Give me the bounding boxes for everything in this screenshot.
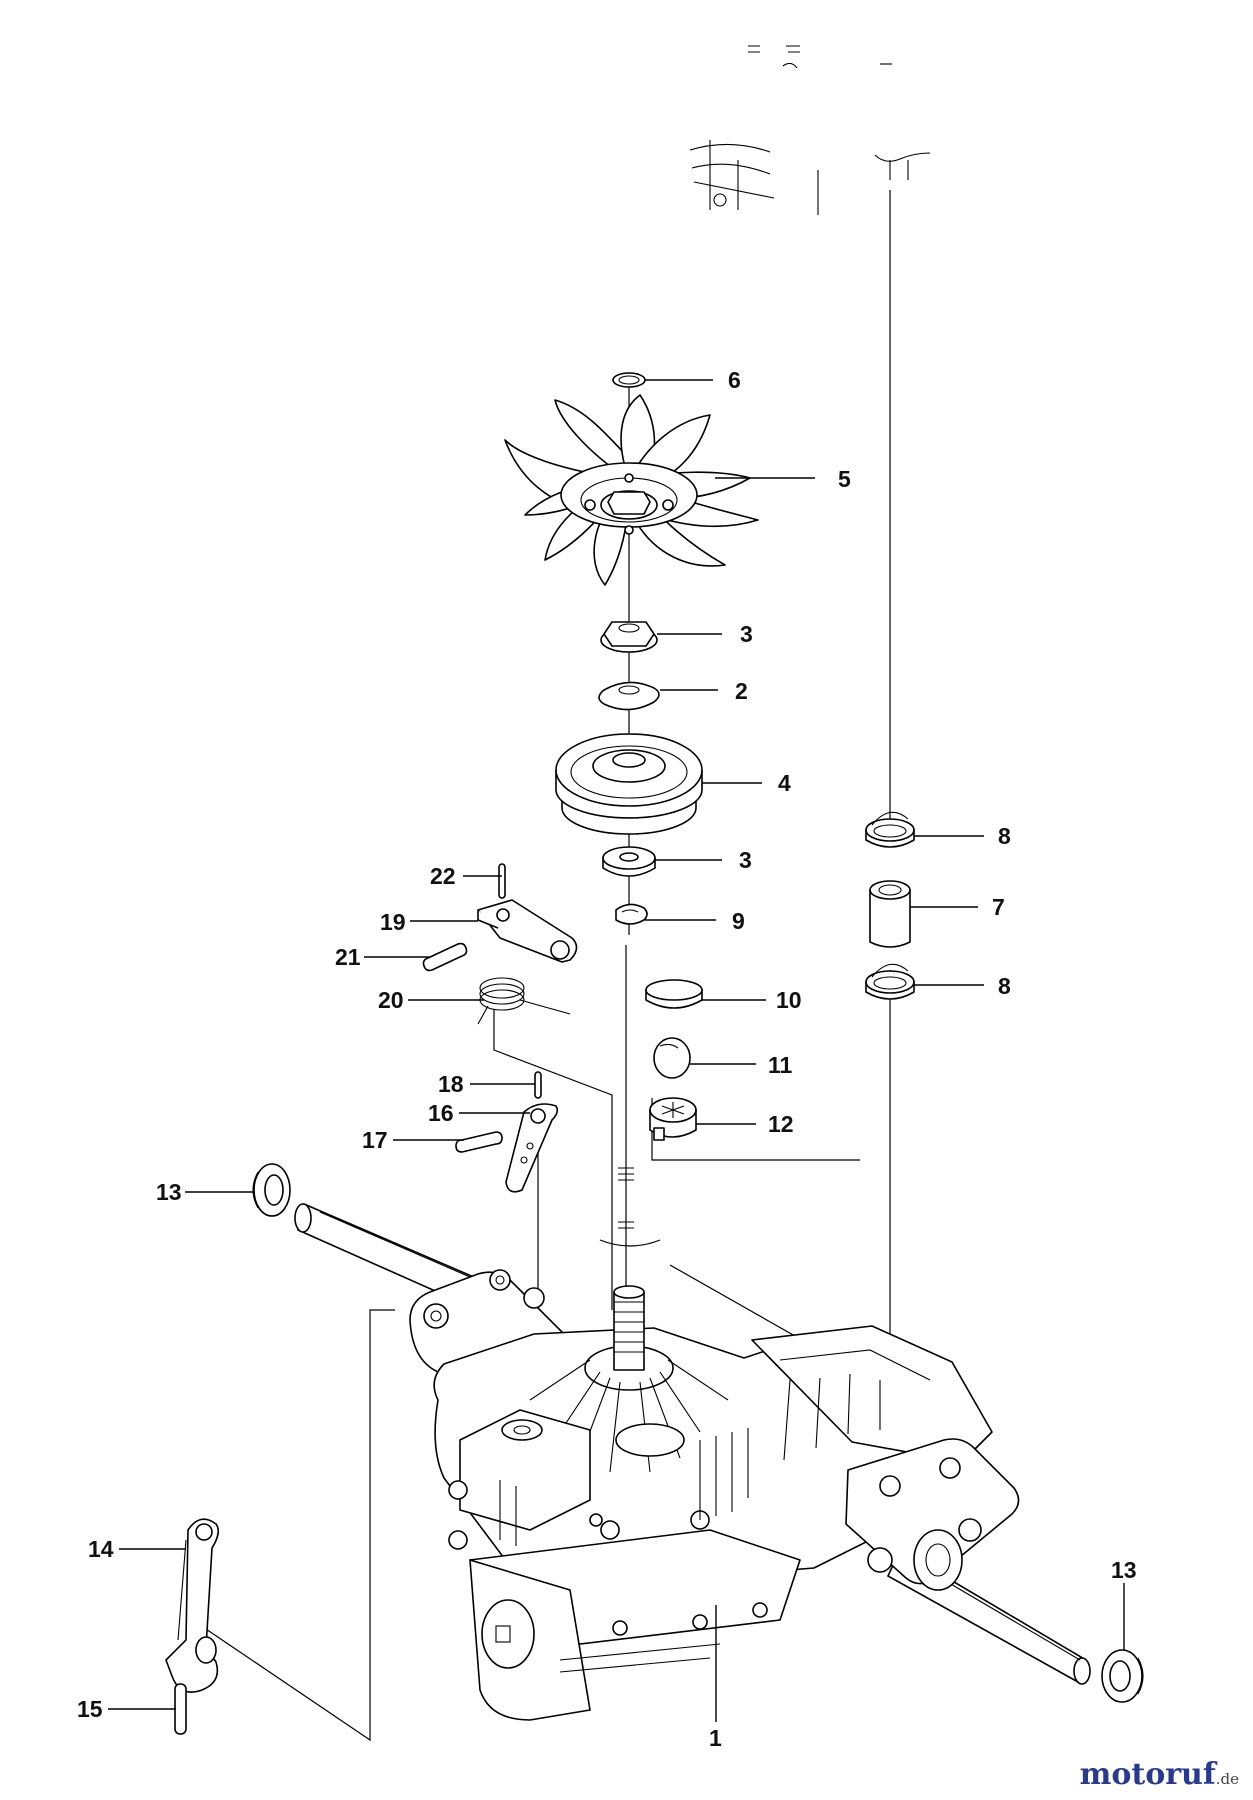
callout-1: 1 — [709, 1725, 722, 1751]
callout-17: 17 — [362, 1127, 388, 1153]
top-partial-assembly — [689, 45, 931, 215]
part-3-nut-upper — [600, 621, 658, 653]
callout-10: 10 — [776, 987, 802, 1013]
callout-18: 18 — [438, 1071, 464, 1097]
part-2-washer — [598, 681, 660, 711]
leader-lines — [108, 379, 1125, 1722]
part-5-cooling-fan — [504, 394, 759, 586]
part-8-bushing-upper — [865, 811, 915, 848]
part-13-seal-left — [252, 1163, 291, 1217]
callout-5: 5 — [838, 466, 851, 492]
callout-12: 12 — [768, 1111, 794, 1137]
callout-9: 9 — [732, 908, 745, 934]
part-9-e-clip — [615, 903, 648, 925]
part-12-coupler — [649, 1097, 697, 1141]
part-19-control-arm — [477, 899, 578, 963]
callout-7: 7 — [992, 894, 1005, 920]
part-18-pin — [534, 1071, 542, 1099]
callout-4: 4 — [778, 770, 791, 796]
part-10-cap — [645, 979, 703, 1009]
callout-22: 22 — [430, 863, 456, 889]
part-8-bushing-lower — [865, 963, 915, 1000]
part-22-pin — [498, 863, 506, 899]
part-4-drive-pulley — [555, 733, 703, 835]
callout-labels: 6 5 3 2 4 3 9 10 11 12 8 7 8 22 19 21 20… — [77, 367, 1137, 1751]
part-21-pin — [422, 942, 468, 972]
part-16-lever — [505, 1103, 559, 1193]
callout-13-right: 13 — [1111, 1557, 1137, 1583]
watermark-tld: .de — [1215, 1770, 1239, 1788]
callout-6: 6 — [728, 367, 741, 393]
callout-11: 11 — [768, 1052, 793, 1078]
callout-19: 19 — [380, 909, 406, 935]
callout-16: 16 — [428, 1100, 454, 1126]
part-7-spacer — [869, 880, 911, 948]
part-17-pin — [455, 1131, 503, 1153]
callout-14: 14 — [88, 1536, 114, 1562]
part-14-lever-arm — [165, 1518, 220, 1693]
part-11-disc — [653, 1037, 691, 1079]
part-13-seal-right — [1101, 1649, 1144, 1703]
callout-8-lower: 8 — [998, 973, 1011, 999]
callout-15: 15 — [77, 1696, 103, 1722]
part-3-collar-lower — [602, 846, 656, 877]
callout-8-upper: 8 — [998, 823, 1011, 849]
callout-13-left: 13 — [156, 1179, 182, 1205]
watermark-brand: motoruf — [1079, 1757, 1216, 1792]
part-6-snap-ring — [612, 372, 646, 388]
callout-20: 20 — [378, 987, 404, 1013]
watermark-logo: motoruf.de — [1080, 1757, 1239, 1792]
callout-2: 2 — [735, 678, 748, 704]
part-20-torsion-spring — [477, 977, 571, 1025]
callout-3-upper: 3 — [740, 621, 753, 647]
part-15-pin — [174, 1683, 187, 1735]
part-1-transaxle-housing — [294, 1203, 1091, 1721]
callout-3-lower: 3 — [739, 847, 752, 873]
callout-21: 21 — [335, 944, 361, 970]
